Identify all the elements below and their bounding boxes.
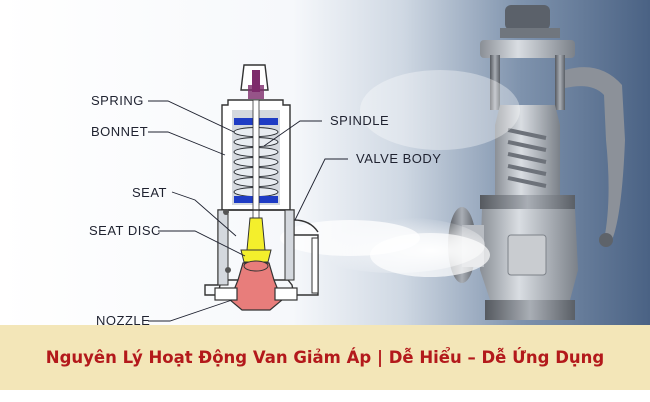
label-spindle: SPINDLE (330, 113, 390, 128)
valve-cross-section (204, 64, 319, 311)
title-banner: Nguyên Lý Hoạt Động Van Giảm Áp | Dễ Hiể… (0, 325, 650, 390)
label-valve-body: VALVE BODY (356, 151, 442, 166)
banner-title: Nguyên Lý Hoạt Động Van Giảm Áp | Dễ Hiể… (45, 348, 605, 367)
label-spring: SPRING (91, 93, 144, 108)
label-bonnet: BONNET (91, 124, 149, 139)
bottom-strip (0, 390, 650, 402)
label-seat-disc: SEAT DISC (89, 223, 161, 238)
label-seat: SEAT (132, 185, 167, 200)
leader-lines (148, 100, 348, 322)
label-nozzle: NOZZLE (96, 313, 151, 328)
